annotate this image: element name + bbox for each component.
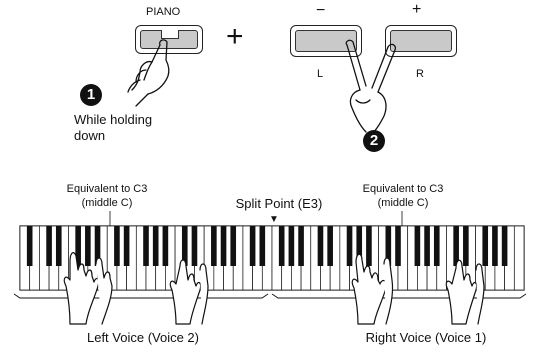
black-key: [356, 226, 363, 266]
black-key: [501, 226, 508, 266]
black-key: [278, 226, 285, 266]
left-middle-c-label-line2: (middle C): [81, 197, 133, 209]
black-key: [75, 226, 81, 266]
black-key: [463, 226, 469, 266]
black-key: [152, 226, 159, 266]
black-key: [94, 226, 101, 266]
black-key: [327, 226, 333, 266]
black-key: [346, 226, 353, 266]
piano-button-notch: [161, 30, 179, 39]
right-voice-label: Right Voice (Voice 1): [365, 330, 487, 345]
split-point-marker: ▼: [269, 214, 279, 225]
step-1-badge: 1: [80, 84, 102, 106]
v-sign-hand-icon: [345, 39, 397, 135]
black-key: [298, 226, 304, 266]
black-key: [288, 226, 295, 266]
black-key: [492, 226, 498, 266]
black-key: [433, 226, 440, 266]
pointing-hand-icon: [127, 39, 170, 107]
black-key: [143, 226, 149, 266]
black-key: [366, 226, 372, 266]
split-point-label: Split Point (E3): [235, 196, 323, 211]
left-button-letter: L: [317, 68, 324, 80]
black-key: [114, 226, 120, 266]
minus-button-face: [295, 30, 357, 52]
black-key: [162, 226, 169, 266]
black-keys: [26, 226, 508, 266]
right-voice-range-bracket: [271, 293, 527, 299]
left-voice-label: Left Voice (Voice 2): [86, 330, 199, 345]
step-2-badge: 2: [363, 130, 385, 152]
black-key: [317, 226, 324, 266]
black-key: [482, 226, 489, 266]
minus-button[interactable]: [290, 25, 362, 57]
black-key: [395, 226, 401, 266]
black-key: [230, 226, 237, 266]
black-key: [424, 226, 430, 266]
left-hands-on-keys-icon: [63, 252, 209, 325]
plus-button-face: [390, 30, 452, 52]
black-key: [26, 226, 33, 266]
black-key: [55, 226, 62, 266]
left-middle-c-label-line1: Equivalent to C3: [66, 183, 148, 195]
black-key: [220, 226, 227, 266]
right-button-letter: R: [416, 68, 424, 80]
piano-button-face: [140, 30, 198, 49]
white-key: [513, 225, 525, 291]
black-key: [385, 226, 392, 266]
plus-button[interactable]: [385, 25, 457, 57]
black-key: [191, 226, 198, 266]
combine-plus-symbol: +: [226, 20, 244, 53]
left-voice-range-bracket: [13, 293, 269, 299]
black-key: [46, 226, 52, 266]
step-1-text-line2: down: [74, 128, 106, 143]
black-key: [249, 226, 256, 266]
black-key: [123, 226, 130, 266]
black-key: [259, 226, 266, 266]
black-key: [453, 226, 459, 266]
right-middle-c-label-line2: (middle C): [377, 197, 429, 209]
black-key: [414, 226, 421, 266]
plus-button-label: +: [412, 1, 422, 18]
black-key: [181, 226, 188, 266]
piano-button-label: PIANO: [146, 6, 181, 18]
right-middle-c-label-line1: Equivalent to C3: [362, 183, 444, 195]
black-key: [85, 226, 91, 266]
black-key: [211, 226, 217, 266]
piano-button[interactable]: [135, 25, 203, 54]
right-hands-on-keys-icon: [351, 253, 485, 325]
step-1-text-line1: While holding: [74, 112, 153, 127]
minus-button-label: −: [316, 2, 326, 19]
